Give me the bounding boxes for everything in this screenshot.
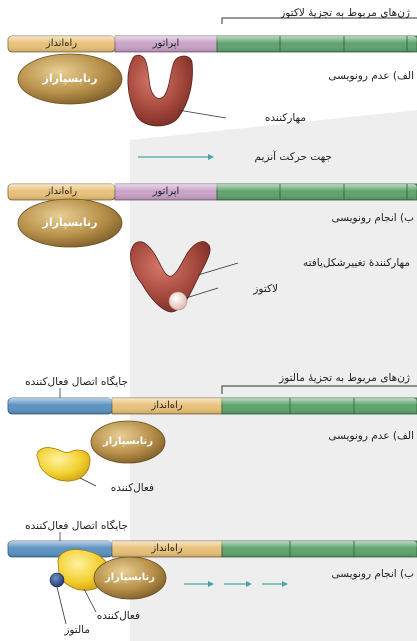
mal-b-activator-label: فعال‌کننده [80, 610, 140, 622]
lactose-molecule [169, 292, 187, 310]
lac-b-polymerase-label: رنابسپاراز [24, 217, 116, 229]
mal-a-activator-label: فعال‌کننده [94, 482, 154, 494]
lac-a-repressor-pointer [178, 110, 226, 118]
mal-b-polymerase-label: رنابسپاراز [96, 572, 164, 584]
mal-b-caption: ب) انجام رونویسی [300, 568, 414, 580]
lac-b-repressor-label: مهارکنندهٔ تغییرشکل‌یافته [238, 257, 410, 269]
lac-a-polymerase-label: رنابسپاراز [24, 73, 116, 85]
maltose-pointer [57, 587, 66, 624]
lac-a-promoter-label: راه‌انداز [8, 38, 115, 50]
mal-b-site-label: جایگاه اتصال فعال‌کننده [4, 520, 128, 532]
lactose-label: لاکتوز [218, 283, 278, 295]
direction-arrow [138, 154, 214, 160]
lac-a-caption: الف) عدم رونویسی [300, 70, 414, 82]
maltose-label: مالتوز [40, 624, 90, 636]
mal-genes-label: ژن‌های مربوط به تجزیهٔ مالتوز [238, 372, 410, 384]
lac-a-operator-label: اپراتور [115, 38, 217, 50]
mal-a-polymerase-label: رنابسپاراز [94, 436, 162, 448]
lac-b-promoter-label: راه‌انداز [8, 186, 115, 198]
maltose-molecule [50, 573, 64, 587]
lac-a-repressor-label: مهارکننده [226, 112, 306, 124]
lac-b-caption: ب) انجام رونویسی [300, 212, 414, 224]
mal-b-activator-pointer [84, 589, 96, 612]
lac-a-repressor [128, 55, 193, 126]
direction-label: جهت حرکت آنزیم [222, 151, 332, 163]
lac-b-operator-label: اپراتور [115, 186, 217, 198]
lac-genes-label: ژن‌های مربوط به تجزیهٔ لاکتوز [238, 7, 410, 19]
mal-a-activator [37, 448, 90, 481]
mal-a-site-label: جایگاه اتصال فعال‌کننده [4, 376, 128, 388]
mal-a-promoter-label: راه‌انداز [112, 400, 222, 412]
mal-b-promoter-label: راه‌انداز [112, 543, 222, 555]
transcription-arrows [184, 581, 288, 587]
mal-a-caption: الف) عدم رونویسی [300, 430, 414, 442]
mal-a-genes-bracket [222, 386, 417, 394]
